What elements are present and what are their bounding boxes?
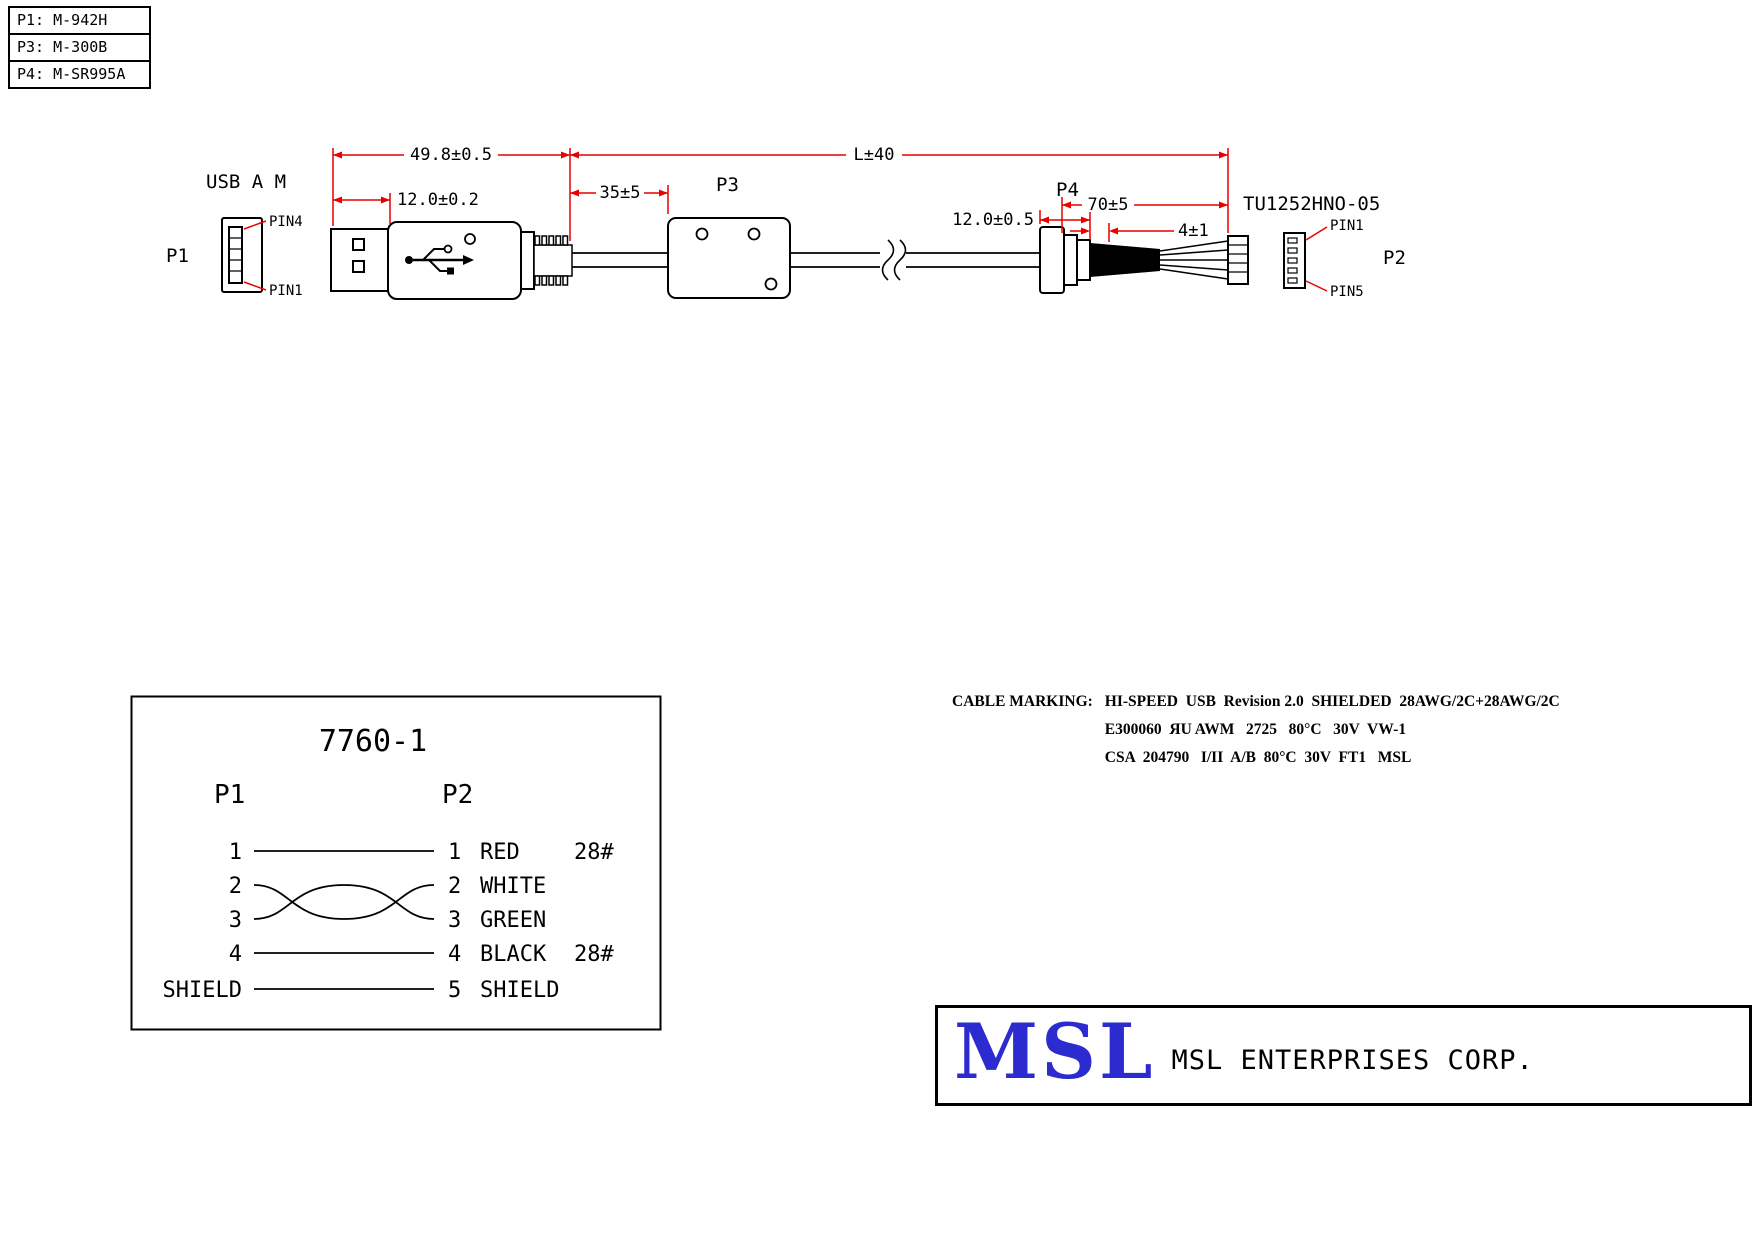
p1-receptacle-front-view [221,217,263,293]
cable-segment-2 [790,239,1040,281]
usb-trident-icon [405,244,474,275]
part-number-table: P1: M-942H P3: M-300B P4: M-SR995A [8,6,151,89]
twisted-pair-wire [253,884,435,920]
wiring-diagram: 7760-1 P1 P2 1 1 RED 28# 2 2 WHITE 3 3 G… [130,695,662,1031]
wire-left-pin: 3 [229,908,242,933]
part-table-row: P3: M-300B [10,35,149,62]
wire-right-pin: 1 [448,840,461,865]
p4-strain-relief [1039,226,1160,294]
wiring-p1-header: P1 [214,780,245,810]
p2-label: P2 [1383,247,1406,269]
wire-right-pin: 4 [448,942,461,967]
cable-marking-line: HI-SPEED USB Revision 2.0 SHIELDED 28AWG… [1104,693,1560,710]
wire-right-pin: 3 [448,908,461,933]
p4-label: P4 [1056,179,1079,201]
p3-ferrite-bead [667,217,791,299]
part-table-row: P1: M-942H [10,8,149,35]
wire-color: BLACK [480,942,547,967]
wire-left-pin: 2 [229,874,242,899]
msl-logo: MSL [954,1006,1156,1096]
pin-leader-line [1305,226,1328,241]
wire-left-pin: SHIELD [163,978,242,1003]
twisted-pair-wire [253,884,435,920]
company-name: MSL ENTERPRISES CORP. [1171,1045,1534,1076]
heatshrink-wedge [1090,243,1160,277]
p1-label: P1 [166,245,189,267]
pin-leader-line [1305,280,1328,292]
wiring-lines [253,850,435,990]
wire-right-pin: 2 [448,874,461,899]
pin-leader-line [243,281,267,291]
cable-marking-line: E300060 ЯU AWM 2725 80°C 30V VW-1 [1104,721,1407,738]
p2-pin1-label: PIN1 [1330,218,1364,234]
wire-color: WHITE [480,874,546,899]
dimension-arrowheads [333,151,1228,235]
p1-pin4-label: PIN4 [269,214,303,230]
wire-left-pin: 4 [229,942,242,967]
wire-fanout [1159,240,1229,280]
wire-color: RED [480,840,520,865]
dim-p4-to-connector: 70±5 [1088,195,1129,215]
wire-left-pin: 1 [229,840,242,865]
cable-assembly-drawing: USB A M P1 P3 P4 TU1252HNO-05 P2 PIN4 PI… [166,145,1406,300]
p3-label: P3 [716,174,739,196]
dim-p4-mold-length: 12.0±0.5 [952,210,1034,230]
wire-right-pin: 5 [448,978,461,1003]
wiring-p2-header: P2 [442,780,473,810]
cable-break-icon [893,239,907,281]
part-table-row: P4: M-SR995A [17,65,126,83]
dim-relief-to-ferrite: 35±5 [600,183,641,203]
pin-leader-line [243,220,267,230]
usb-a-male-connector [330,221,573,300]
p1-pin1-label: PIN1 [269,283,303,299]
wire-color: SHIELD [480,978,559,1003]
p2-connector-front-view [1283,232,1306,289]
strain-relief-ribs [533,235,573,286]
p2-connector-label: TU1252HNO-05 [1243,193,1380,215]
wire-gauge: 28# [574,942,614,967]
title-block: MSL MSL ENTERPRISES CORP. [935,1005,1752,1106]
dim-shell-length: 12.0±0.2 [397,190,479,210]
cable-segment-1 [572,252,668,268]
dimension-lines [243,148,1328,292]
dim-connector-length: 49.8±0.5 [410,145,492,165]
usb-type-label: USB A M [206,171,286,193]
dim-strip-length: 4±1 [1178,221,1209,241]
p2-pin5-label: PIN5 [1330,284,1364,300]
wire-color: GREEN [480,908,546,933]
cable-break-icon [881,239,895,281]
cable-marking-block: CABLE MARKING: HI-SPEED USB Revision 2.0… [952,688,1560,772]
cable-marking-label: CABLE MARKING: [952,693,1093,710]
wiring-box-border [130,695,662,1031]
wiring-part-number: 7760-1 [319,724,427,759]
dim-cable-length: L±40 [854,145,895,165]
cable-marking-line: CSA 204790 I/II A/B 80°C 30V FT1 MSL [1104,749,1412,766]
p2-crimp-housing [1227,235,1249,285]
wire-gauge: 28# [574,840,614,865]
